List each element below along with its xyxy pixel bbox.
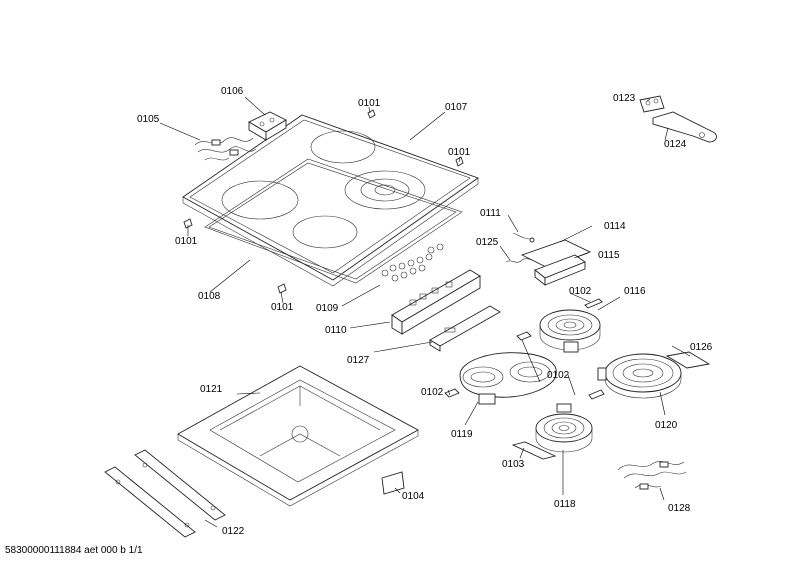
label-0107: 0107 — [445, 102, 468, 113]
label-0101: 0101 — [358, 98, 381, 109]
label-0115: 0115 — [598, 250, 620, 261]
label-0127: 0127 — [347, 355, 370, 366]
part-labels: 0106 0105 0101 0107 0101 0123 0124 0101 … — [137, 86, 713, 537]
label-0109: 0109 — [316, 303, 339, 314]
label-0111: 0111 — [480, 208, 501, 219]
base-tray-part[interactable] — [177, 365, 419, 507]
control-knobs-part[interactable] — [381, 243, 444, 282]
label-0110: 0110 — [325, 325, 347, 336]
sensor-part[interactable] — [512, 232, 535, 243]
leader-lines — [159, 96, 691, 528]
clip-part[interactable] — [444, 331, 605, 400]
label-0101: 0101 — [271, 302, 294, 313]
label-0124: 0124 — [664, 139, 687, 150]
label-0106: 0106 — [221, 86, 244, 97]
label-0123: 0123 — [613, 93, 636, 104]
label-0102: 0102 — [547, 370, 570, 381]
heating-element-part[interactable] — [535, 403, 593, 453]
label-0116: 0116 — [624, 286, 646, 297]
cable-harness-part[interactable] — [194, 137, 257, 161]
mounting-bracket-part[interactable] — [511, 441, 557, 460]
label-0103: 0103 — [502, 459, 525, 470]
label-0114: 0114 — [604, 221, 626, 232]
label-0122: 0122 — [222, 526, 245, 537]
cable-harness-part[interactable] — [617, 461, 687, 490]
label-0119: 0119 — [451, 429, 473, 440]
control-module-part[interactable] — [391, 269, 481, 335]
energy-regulator-part[interactable] — [534, 254, 586, 286]
rating-label-part[interactable] — [381, 471, 405, 495]
heating-element-part[interactable] — [539, 309, 601, 353]
holder-part[interactable] — [652, 111, 717, 143]
clip-part[interactable] — [584, 298, 603, 309]
label-0121: 0121 — [200, 384, 223, 395]
clip-part[interactable] — [183, 109, 464, 294]
document-footer: 58300000111884 aet 000 b 1/1 — [5, 545, 143, 556]
glass-cooktop-part[interactable] — [182, 114, 479, 287]
connector-part[interactable] — [248, 111, 287, 141]
label-0125: 0125 — [476, 237, 499, 248]
label-0118: 0118 — [554, 499, 576, 510]
dual-heating-element-part[interactable] — [459, 352, 557, 405]
label-0128: 0128 — [668, 503, 691, 514]
frame-seal-part[interactable] — [204, 158, 463, 284]
label-0105: 0105 — [137, 114, 160, 125]
label-0126: 0126 — [690, 342, 713, 353]
label-0101: 0101 — [175, 236, 198, 247]
label-0120: 0120 — [655, 420, 678, 431]
label-0108: 0108 — [198, 291, 221, 302]
bracket-strip-part[interactable] — [429, 305, 501, 352]
mounting-bracket-part[interactable] — [665, 351, 711, 369]
mounting-rail-part[interactable] — [104, 449, 226, 538]
heating-element-part[interactable] — [597, 353, 682, 399]
label-0102: 0102 — [569, 286, 592, 297]
circuit-board-part[interactable] — [520, 239, 592, 269]
label-0101: 0101 — [448, 147, 471, 158]
label-0104: 0104 — [402, 491, 425, 502]
bracket-part[interactable] — [639, 95, 665, 113]
label-0102: 0102 — [421, 387, 444, 398]
